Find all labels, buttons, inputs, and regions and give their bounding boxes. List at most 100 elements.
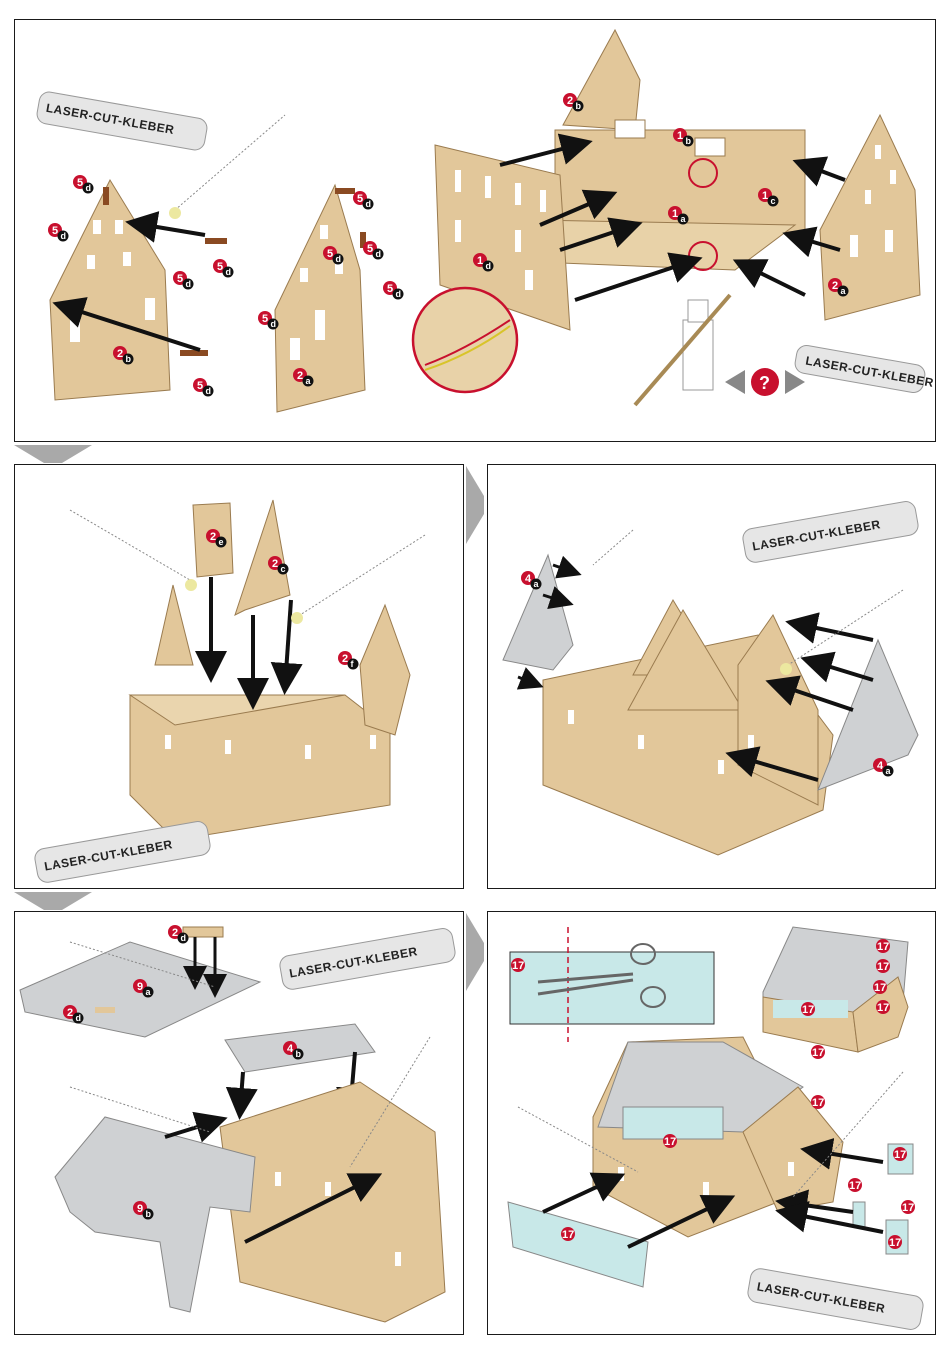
part-sublabel: d bbox=[336, 254, 342, 264]
part-label-badge: 17 bbox=[663, 1134, 677, 1148]
glue-tube-icon-2: LASER-CUT-KLEBER bbox=[794, 344, 935, 394]
part-number: 2 bbox=[172, 927, 178, 939]
part-label-badge: 5d bbox=[213, 259, 234, 278]
roof-side-4a-right bbox=[818, 640, 918, 790]
gable-wall-2b bbox=[50, 180, 170, 400]
step-panel-2: LASER-CUT-KLEBER 2e2c2f bbox=[14, 464, 464, 889]
part-sublabel: c bbox=[281, 564, 286, 574]
part-number: 5 bbox=[52, 225, 58, 237]
part-number: 17 bbox=[664, 1136, 676, 1148]
part-number: 17 bbox=[877, 961, 889, 973]
part-sublabel: d bbox=[206, 386, 212, 396]
part-number: 2 bbox=[210, 531, 216, 543]
bracket-2d bbox=[183, 927, 223, 937]
part-number: 5 bbox=[387, 283, 393, 295]
part-number: 17 bbox=[877, 941, 889, 953]
part-sublabel: d bbox=[486, 261, 492, 271]
part-sublabel: d bbox=[226, 267, 232, 277]
flow-arrow-down-icon bbox=[14, 890, 94, 912]
part-number: 9 bbox=[137, 1203, 143, 1215]
part-label-badge: 17 bbox=[811, 1045, 825, 1059]
part-label-badge: 2f bbox=[338, 651, 359, 670]
flow-arrow-down-icon bbox=[14, 443, 94, 465]
part-number: 17 bbox=[512, 960, 524, 972]
detail-zoom-circle bbox=[413, 288, 517, 392]
part-number: 17 bbox=[902, 1202, 914, 1214]
part-label-badge: 17 bbox=[801, 1002, 815, 1016]
part-label-badge: 17 bbox=[893, 1147, 907, 1161]
part-number: 5 bbox=[197, 380, 203, 392]
part-sublabel: e bbox=[219, 537, 224, 547]
step-panel-5: LASER-CUT-KLEBER 17 17 17 17 17 17 17 17 17 17 17 1… bbox=[487, 911, 936, 1335]
part-label-badge: 5d bbox=[193, 378, 214, 397]
part-sublabel: c bbox=[771, 196, 776, 206]
part-number: 17 bbox=[562, 1229, 574, 1241]
part-sublabel: b bbox=[686, 136, 692, 146]
part-sublabel: d bbox=[366, 199, 372, 209]
part-number: 17 bbox=[812, 1097, 824, 1109]
glue-tube-icon: LASER-CUT-KLEBER bbox=[33, 820, 211, 884]
part-sublabel: d bbox=[186, 279, 192, 289]
part-number: 2 bbox=[567, 95, 573, 107]
part-sublabel: b bbox=[576, 101, 582, 111]
glue-tube-icon: LASER-CUT-KLEBER bbox=[746, 1267, 924, 1331]
part-number: 17 bbox=[812, 1047, 824, 1059]
glue-tube-icon: LASER-CUT-KLEBER bbox=[741, 500, 919, 564]
part-number: 2 bbox=[117, 348, 123, 360]
part-label-badge: 17 bbox=[876, 1000, 890, 1014]
part-sublabel: d bbox=[181, 933, 187, 943]
part-number: 5 bbox=[217, 261, 223, 273]
part-label-badge: 17 bbox=[873, 980, 887, 994]
part-number: 5 bbox=[327, 248, 333, 260]
part-number: 2 bbox=[832, 280, 838, 292]
part-label-badge: 17 bbox=[811, 1095, 825, 1109]
part-label-badge: 17 bbox=[888, 1235, 902, 1249]
house-body bbox=[130, 585, 410, 840]
part-sublabel: b bbox=[126, 354, 132, 364]
step-1-illustration: LASER-CUT-KLEBER bbox=[15, 20, 936, 442]
part-number: 1 bbox=[477, 255, 483, 267]
window-film-piece bbox=[853, 1202, 865, 1227]
window-film-strip bbox=[508, 1202, 648, 1287]
step-panel-1: LASER-CUT-KLEBER bbox=[14, 19, 936, 442]
part-number: 2 bbox=[67, 1007, 73, 1019]
part-sublabel: b bbox=[146, 1209, 152, 1219]
part-number: 9 bbox=[137, 981, 143, 993]
part-number: 17 bbox=[849, 1180, 861, 1192]
part-sublabel: d bbox=[86, 183, 92, 193]
part-label-badge: 17 bbox=[876, 959, 890, 973]
part-number: 5 bbox=[262, 313, 268, 325]
part-number: 17 bbox=[894, 1149, 906, 1161]
part-sublabel: b bbox=[296, 1049, 302, 1059]
gable-wall-2a bbox=[275, 185, 365, 412]
part-number: 1 bbox=[677, 130, 683, 142]
roof-side-4a-left bbox=[503, 555, 573, 670]
part-number: 17 bbox=[889, 1237, 901, 1249]
part-number: 5 bbox=[77, 177, 83, 189]
part-label-badge: 17 bbox=[901, 1200, 915, 1214]
question-mark-icon: ? bbox=[725, 368, 805, 396]
part-sublabel: d bbox=[396, 289, 402, 299]
part-sublabel: d bbox=[61, 231, 67, 241]
part-number: 17 bbox=[877, 1002, 889, 1014]
part-number: 2 bbox=[272, 558, 278, 570]
part-label-badge: 17 bbox=[848, 1178, 862, 1192]
part-number: 1 bbox=[672, 208, 678, 220]
part-label-badge: 17 bbox=[876, 939, 890, 953]
part-sublabel: d bbox=[271, 319, 277, 329]
part-number: 5 bbox=[357, 193, 363, 205]
part-label-badge: 17 bbox=[511, 958, 525, 972]
part-number: 2 bbox=[342, 653, 348, 665]
part-number: 17 bbox=[802, 1004, 814, 1016]
part-number: 5 bbox=[177, 273, 183, 285]
glue-tube-icon: LASER-CUT-KLEBER bbox=[36, 90, 209, 151]
